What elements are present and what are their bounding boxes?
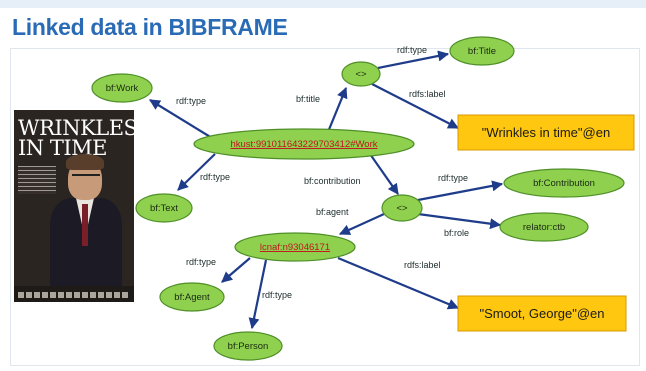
edge-label-contribution-type: rdf:type — [438, 173, 468, 183]
node-work — [193, 128, 415, 160]
node-relator — [499, 212, 589, 242]
node-bf-title — [449, 36, 515, 66]
literal-title-text: "Wrinkles in time"@en — [482, 125, 610, 140]
book-cover-tie — [82, 204, 88, 246]
book-cover-title-line2: IN TIME — [18, 136, 107, 160]
node-bf-work-label: bf:Work — [106, 83, 139, 94]
node-work-label: hkust:991011643229703412#Work — [230, 139, 377, 150]
edge-agent-to-literal — [337, 256, 460, 310]
book-cover-authors — [18, 292, 130, 298]
edge-title-blank-to-literal — [371, 83, 459, 129]
edge-label-work-type2: rdf:type — [200, 172, 230, 182]
edge-title-blank-to-bf-title — [377, 50, 450, 70]
literal-agent-box — [457, 295, 627, 332]
book-cover-title: WRINKLES IN TIME — [18, 116, 134, 160]
node-bf-title-label: bf:Title — [468, 46, 496, 57]
diagram-frame — [10, 48, 640, 366]
top-strip — [0, 0, 646, 8]
edge-agent-to-bf-agent — [221, 257, 251, 283]
literal-agent-text: "Smoot, George"@en — [479, 306, 604, 321]
book-cover-blurb — [18, 166, 56, 194]
node-bf-person — [213, 331, 283, 361]
slide-title: Linked data in BIBFRAME — [12, 14, 288, 40]
node-bf-text-label: bf:Text — [150, 203, 178, 214]
edge-contribution-blank-to-relator — [417, 212, 502, 230]
book-cover-glasses — [72, 174, 100, 181]
edge-contribution-blank-to-agent — [338, 212, 385, 236]
edge-label-agent: bf:agent — [316, 207, 349, 217]
edge-label-role: bf:role — [444, 228, 469, 238]
literal-title-box — [457, 114, 635, 151]
node-bf-work — [91, 73, 153, 103]
node-title-blank-label: <> — [355, 69, 367, 80]
edge-work-to-bf-work — [149, 99, 213, 139]
edge-agent-to-bf-person — [248, 259, 268, 330]
edge-work-to-bf-text — [177, 153, 216, 191]
node-bf-agent-label: bf:Agent — [174, 292, 210, 303]
node-relator-label: relator:ctb — [523, 222, 565, 233]
node-bf-person-label: bf:Person — [228, 341, 269, 352]
book-cover-title-line1: WRINKLES — [18, 116, 134, 140]
node-bf-text — [135, 193, 193, 223]
edge-label-agent-type1: rdf:type — [186, 257, 216, 267]
edge-label-contribution: bf:contribution — [304, 176, 361, 186]
book-cover-image: WRINKLES IN TIME — [14, 110, 134, 302]
node-contribution-blank — [381, 194, 423, 222]
edge-label-title-label: rdfs:label — [409, 89, 446, 99]
node-bf-agent — [159, 282, 225, 312]
edge-label-title-type: rdf:type — [397, 45, 427, 55]
edge-label-agent-label: rdfs:label — [404, 260, 441, 270]
book-cover-hair — [66, 154, 104, 170]
edge-label-agent-type2: rdf:type — [262, 290, 292, 300]
node-contribution-blank-label: <> — [396, 203, 408, 214]
node-agent — [234, 232, 356, 262]
node-bf-contribution — [503, 168, 625, 198]
edge-contribution-blank-to-bf-contribution — [417, 180, 504, 202]
edge-work-to-contribution-blank — [369, 153, 399, 195]
node-title-blank — [341, 61, 381, 87]
node-agent-label: lcnaf:n93046171 — [260, 242, 330, 253]
edge-label-work-type1: rdf:type — [176, 96, 206, 106]
node-bf-contribution-label: bf:Contribution — [533, 178, 595, 189]
edge-label-title: bf:title — [296, 94, 320, 104]
edge-work-to-title-blank — [326, 86, 348, 133]
